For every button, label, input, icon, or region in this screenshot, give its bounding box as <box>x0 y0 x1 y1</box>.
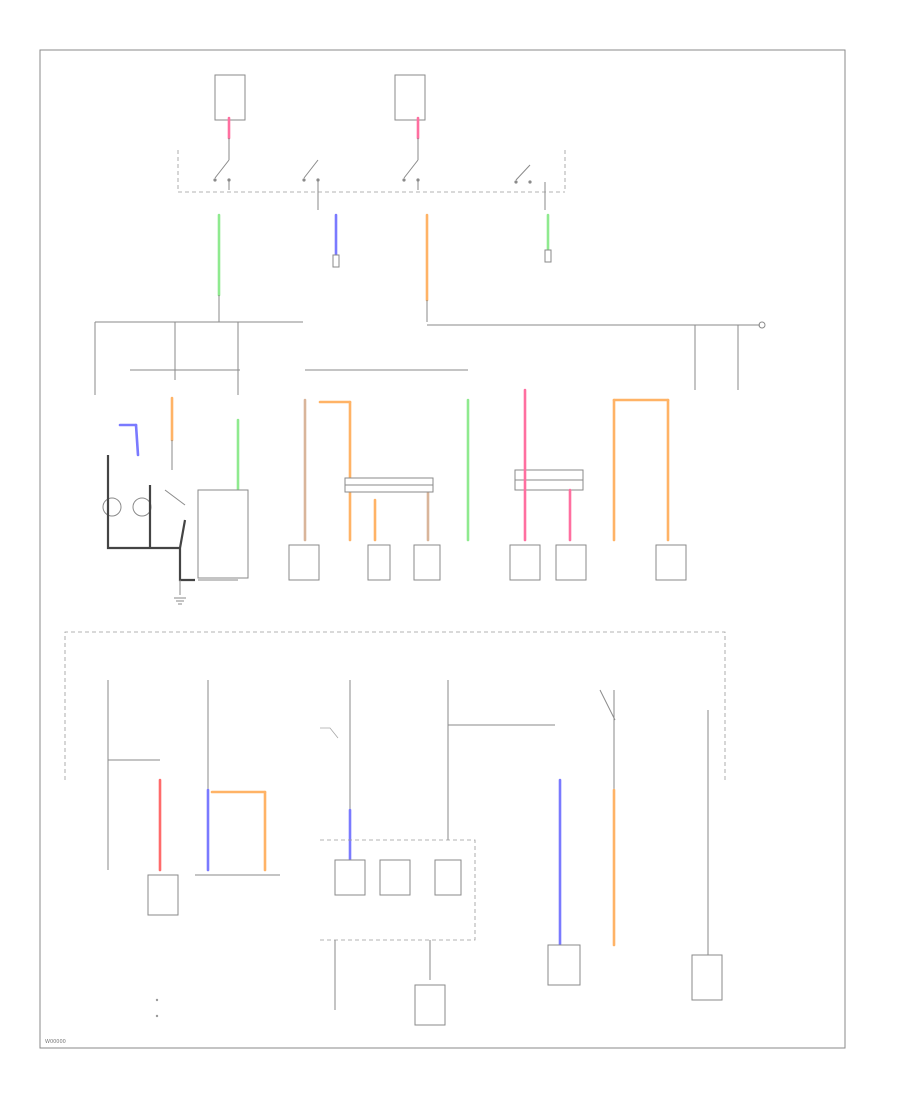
diagram-code: W00000 <box>45 1039 66 1045</box>
fuse-icon <box>544 249 552 263</box>
connector-icon <box>514 469 584 491</box>
component-box <box>334 859 366 896</box>
fuse-icon <box>332 254 340 268</box>
component-box <box>147 874 179 916</box>
component-box <box>655 544 687 581</box>
component-box <box>555 544 587 581</box>
ignition-switch-boundary <box>177 150 566 193</box>
legend-dot-icon <box>155 998 159 1018</box>
relay-ground-wiring <box>106 455 195 582</box>
component-box <box>367 544 391 581</box>
component-box <box>413 544 441 581</box>
control-module-boundary <box>320 839 476 941</box>
component-box <box>288 544 320 581</box>
ignition-switch-section <box>177 74 566 210</box>
relay-icon <box>102 489 186 517</box>
component-box <box>379 859 411 896</box>
middle-circuits <box>94 322 739 605</box>
component-box <box>547 944 581 986</box>
relay-block <box>197 489 249 579</box>
diagram-border <box>39 49 846 1049</box>
switch-output-wires <box>217 213 550 322</box>
bottom-circuits <box>107 680 723 1026</box>
component-box <box>434 859 462 896</box>
component-box <box>414 984 446 1026</box>
component-box <box>691 954 723 1001</box>
ignition-switch-icon <box>302 159 320 210</box>
ground-icon <box>174 597 186 605</box>
section-divider <box>64 631 726 780</box>
connector-icon <box>344 477 434 493</box>
component-box <box>509 544 541 581</box>
ignition-switch-icon <box>514 164 546 210</box>
ignition-switch-icon <box>402 116 420 190</box>
ignition-switch-icon <box>213 116 231 190</box>
